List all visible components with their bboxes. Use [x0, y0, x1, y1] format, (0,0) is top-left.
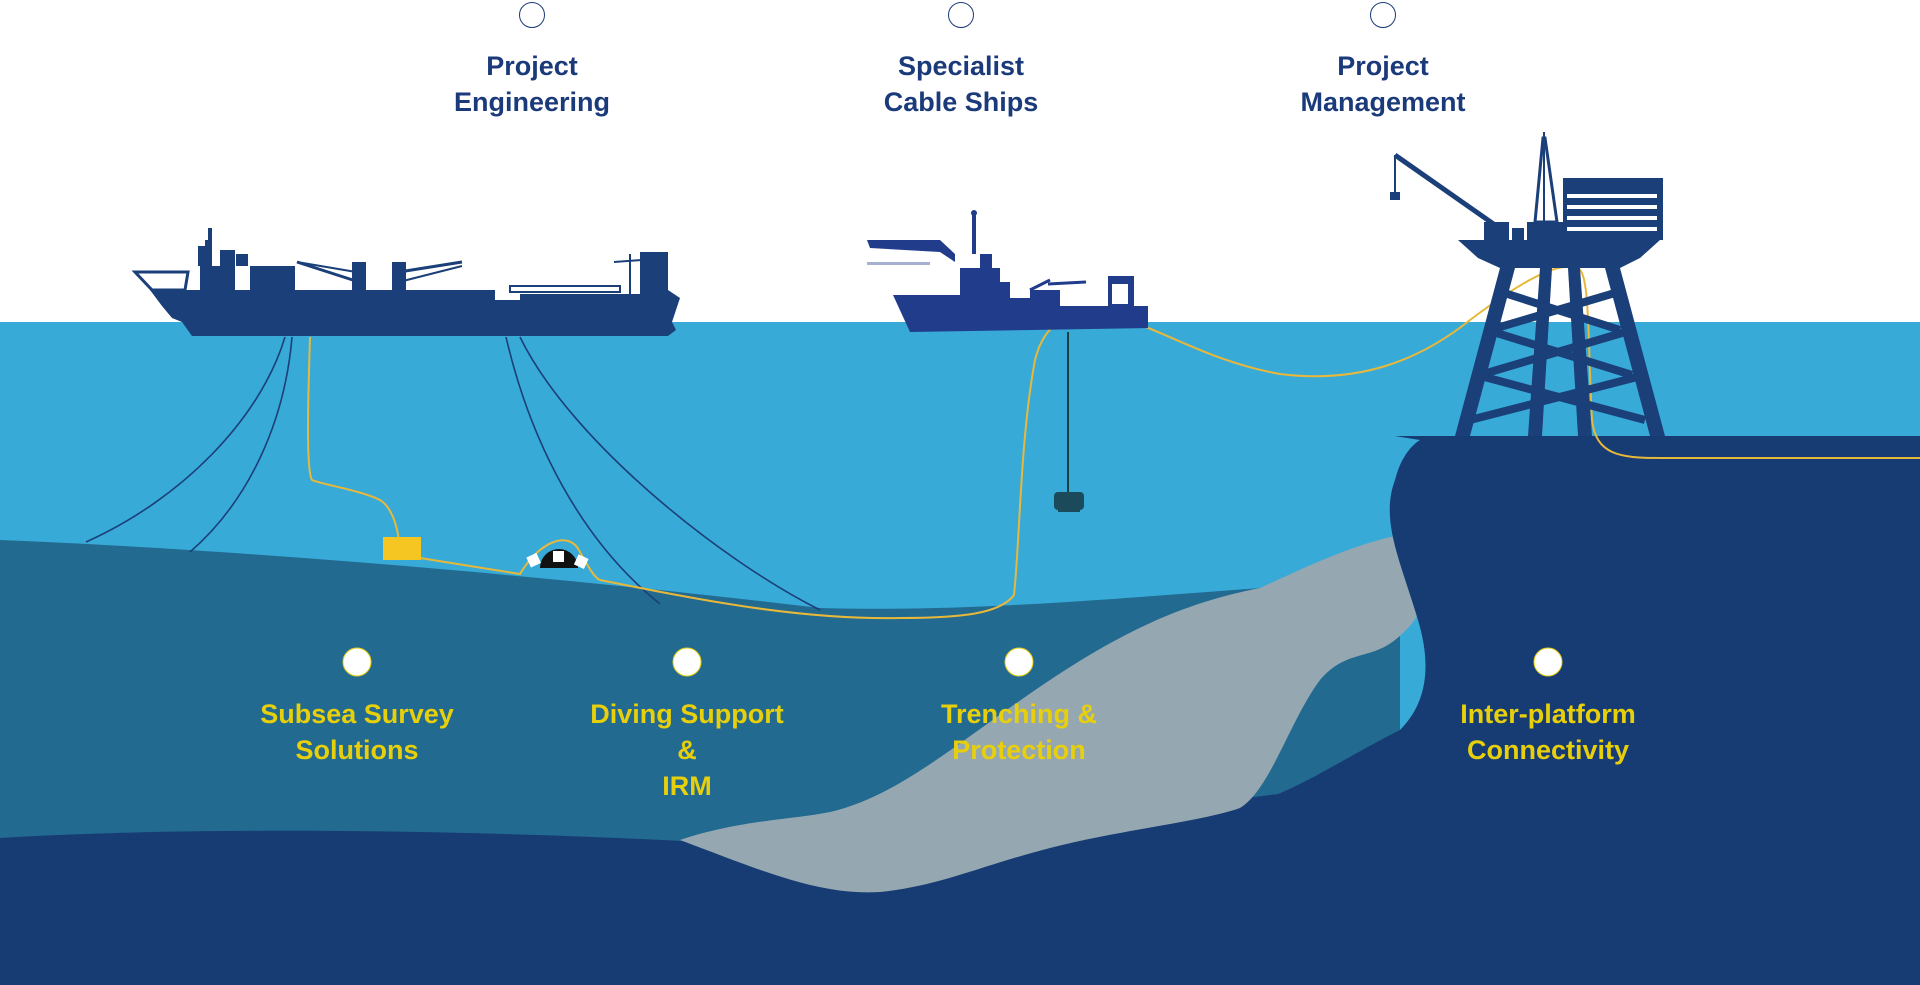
trenching-protection-label[interactable]: Trenching & Protection: [941, 696, 1097, 768]
label-line: Project: [486, 51, 578, 81]
label-line: Subsea Survey: [260, 699, 454, 729]
subsea-survey-solutions-node[interactable]: [342, 647, 372, 677]
label-line: Cable Ships: [883, 87, 1039, 117]
label-line: Protection: [952, 735, 1086, 765]
trenching-protection-node[interactable]: [1004, 647, 1034, 677]
label-line: Diving Support: [590, 699, 784, 729]
mooring-lines: [85, 336, 821, 611]
label-line: Management: [1300, 87, 1466, 117]
diving-bell-structure: [526, 549, 589, 569]
construction-vessel: [131, 228, 680, 336]
label-line: Inter-platform: [1460, 699, 1636, 729]
label-line: Solutions: [295, 735, 419, 765]
label-line: Connectivity: [1466, 735, 1630, 765]
cable-lay-ship: [867, 210, 1148, 332]
label-line: Specialist: [897, 51, 1025, 81]
inter-platform-connectivity-label[interactable]: Inter-platform Connectivity: [1460, 696, 1636, 768]
label-line: &: [677, 735, 697, 765]
project-engineering-node[interactable]: [519, 2, 545, 28]
offshore-platform: [1390, 132, 1665, 436]
project-engineering-label[interactable]: Project Engineering: [454, 48, 610, 120]
specialist-cable-ships-label[interactable]: Specialist Cable Ships: [884, 48, 1039, 120]
label-line: Project: [1337, 51, 1429, 81]
label-line: IRM: [662, 771, 712, 801]
diving-support-irm-node[interactable]: [672, 647, 702, 677]
label-line: Engineering: [453, 87, 611, 117]
inter-platform-connectivity-node[interactable]: [1533, 647, 1563, 677]
diving-support-irm-label[interactable]: Diving Support & IRM: [590, 696, 783, 804]
project-management-node[interactable]: [1370, 2, 1396, 28]
specialist-cable-ships-node[interactable]: [948, 2, 974, 28]
subsea-junction-box: [383, 537, 421, 560]
subsea-survey-solutions-label[interactable]: Subsea Survey Solutions: [260, 696, 454, 768]
sediment-band: [680, 535, 1427, 893]
label-line: Trenching &: [940, 699, 1098, 729]
seabed-cliff: [1240, 436, 1920, 985]
project-management-label[interactable]: Project Management: [1300, 48, 1465, 120]
rov: [1054, 492, 1084, 512]
